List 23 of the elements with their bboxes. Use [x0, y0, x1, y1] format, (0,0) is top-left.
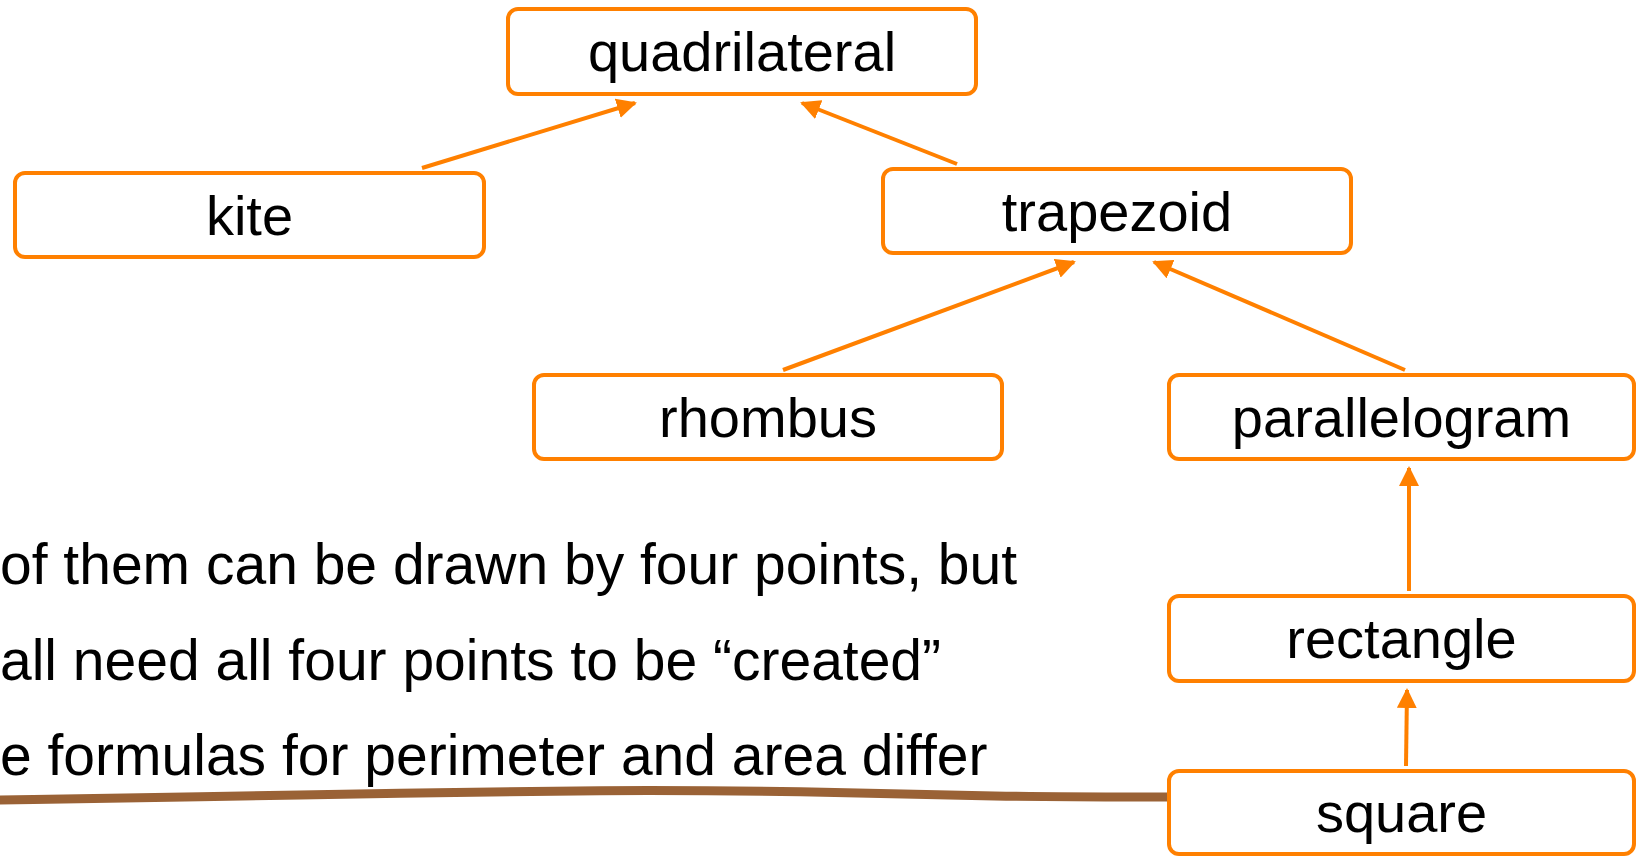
- body-text: of them can be drawn by four points, but: [0, 531, 1018, 597]
- shape-box: [532, 373, 1004, 461]
- node-label: rectangle: [1286, 606, 1517, 671]
- body-text: e formulas for perimeter and area differ: [0, 722, 988, 788]
- arrow: [421, 98, 637, 170]
- shape-box: [1167, 594, 1636, 683]
- arrow: [782, 258, 1076, 372]
- arrow: [1152, 259, 1406, 372]
- arrow: [800, 100, 958, 166]
- node-label: parallelogram: [1231, 384, 1572, 450]
- shape-box: [1167, 769, 1636, 856]
- arrow: [1396, 688, 1417, 767]
- node-label: square: [1315, 780, 1488, 845]
- arrow: [1399, 466, 1419, 591]
- body-text: all need all four points to be “created”: [0, 627, 942, 693]
- node-label: kite: [205, 182, 294, 248]
- shape-box: [506, 7, 978, 96]
- node-label: trapezoid: [1001, 178, 1233, 244]
- shape-box: [13, 171, 486, 259]
- node-label: rhombus: [659, 384, 877, 450]
- node-label: quadrilateral: [587, 19, 897, 84]
- shape-box: [1167, 373, 1636, 461]
- shape-box: [881, 167, 1353, 255]
